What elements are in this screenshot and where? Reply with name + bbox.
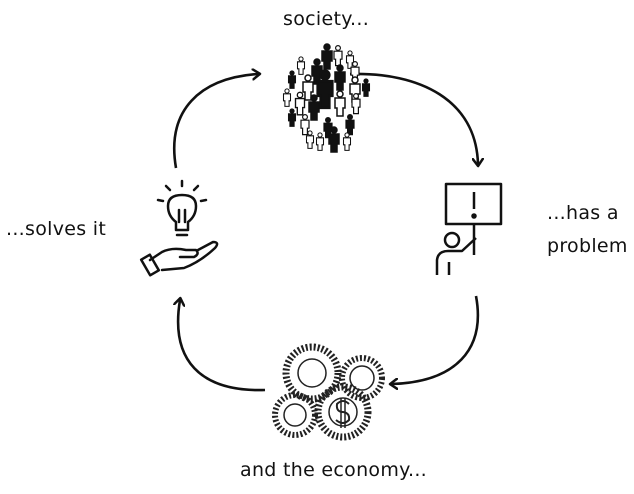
- person-figure: [345, 113, 355, 136]
- person-figure: [334, 90, 346, 117]
- label-solves-it: ...solves it: [6, 218, 107, 240]
- label-has-a: ...has a: [547, 202, 619, 224]
- label-society: society...: [283, 8, 370, 30]
- arrow-bottom-right: [392, 295, 480, 384]
- person-figure: [333, 44, 343, 67]
- person-figure: [294, 91, 306, 116]
- person-figure: [345, 50, 355, 69]
- person-figure: [287, 70, 297, 89]
- label-economy: and the economy...: [240, 459, 427, 481]
- arrow-bottom-left: [178, 300, 266, 392]
- person-figure: [321, 43, 333, 70]
- person-figure: [300, 113, 310, 136]
- person-figure: [305, 130, 315, 149]
- crowd-icon: [282, 43, 371, 153]
- person-figure: [287, 108, 297, 127]
- person-figure: [316, 69, 334, 110]
- person-figure: [328, 126, 340, 153]
- person-figure: [342, 132, 352, 151]
- person-with-alert-sign-icon: [435, 182, 503, 275]
- person-figure: [308, 94, 320, 121]
- person-figure: [315, 132, 325, 151]
- person-figure: [351, 92, 361, 115]
- person-figure: [334, 64, 346, 91]
- person-figure: [361, 78, 371, 97]
- gears-dollar-icon: [272, 343, 385, 441]
- lightbulb-hand-icon: [139, 179, 219, 277]
- arrow-top-right: [349, 72, 478, 164]
- label-problem: problem: [547, 235, 628, 257]
- person-figure: [282, 88, 292, 107]
- arrow-top-left: [173, 74, 258, 169]
- person-figure: [296, 56, 306, 75]
